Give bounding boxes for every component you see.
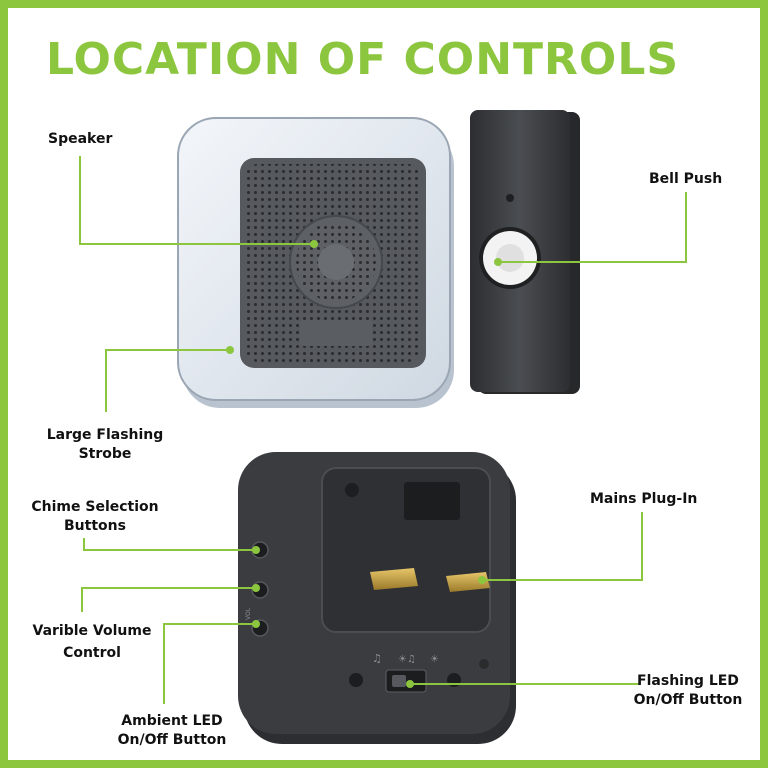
label-mains-plug: Mains Plug-In <box>590 491 698 507</box>
chime-unit-front <box>177 117 454 408</box>
rear-hole-left <box>349 673 363 687</box>
label-chime-selection: Chime Selection Buttons <box>20 498 170 536</box>
music-note-icon: ♫ <box>372 652 382 665</box>
plug-neutral-pin <box>446 572 490 592</box>
label-volume-line1: Varible Volume <box>32 623 152 639</box>
dot-flashing-led <box>406 680 414 688</box>
leader-ambient-led <box>163 623 256 704</box>
leader-dots <box>226 240 502 688</box>
label-ambient-led: Ambient LED On/Off Button <box>104 712 240 750</box>
label-ambient-led-line1: Ambient LED <box>121 713 223 729</box>
bell-push-button-center <box>496 244 524 272</box>
label-chime-line1: Chime Selection <box>31 499 159 515</box>
leader-mains <box>482 512 643 581</box>
leader-speaker <box>79 156 314 245</box>
dot-speaker <box>310 240 318 248</box>
label-flashing-led-line2: On/Off Button <box>633 692 743 708</box>
product-illustration: VOL ♫ ☀♫ ☀ <box>79 110 687 744</box>
label-chime-line2: Buttons <box>64 518 126 534</box>
strobe-icon: ☀ <box>430 654 439 665</box>
leader-lines <box>79 156 687 704</box>
label-volume: Varible Volume Control <box>22 620 162 664</box>
label-volume-line2: Control <box>63 645 121 661</box>
plug-live-pin <box>370 568 418 590</box>
label-bell-push: Bell Push <box>649 171 723 187</box>
label-ambient-led-line2: On/Off Button <box>117 732 227 748</box>
label-flashing-led: Flashing LED On/Off Button <box>620 672 756 710</box>
label-speaker: Speaker <box>48 131 113 147</box>
label-flashing-led-line1: Flashing LED <box>637 673 739 689</box>
leader-bell-push <box>498 192 687 263</box>
speaker-badge <box>300 320 372 346</box>
label-strobe-line1: Large Flashing <box>46 427 164 443</box>
plug-earth-pin <box>404 482 460 520</box>
page-title: LOCATION OF CONTROLS <box>46 34 680 85</box>
leader-strobe <box>105 349 230 412</box>
flashing-led-switch-knob <box>392 675 406 687</box>
light-icon: ☀♫ <box>398 654 416 665</box>
dot-mains <box>478 576 486 584</box>
volume-marking: VOL <box>245 607 252 620</box>
label-strobe-line2: Strobe <box>78 446 132 462</box>
bell-push-unit <box>470 110 580 394</box>
dot-chime <box>252 546 260 554</box>
leader-volume <box>81 587 256 612</box>
dot-volume <box>252 584 260 592</box>
speaker-center <box>318 244 354 280</box>
leader-chime <box>83 538 256 551</box>
dot-strobe <box>226 346 234 354</box>
bell-push-screw <box>506 194 514 202</box>
label-strobe: Large Flashing Strobe <box>40 426 170 464</box>
dot-bell-push <box>494 258 502 266</box>
plug-screw <box>345 483 359 497</box>
dot-ambient-led <box>252 620 260 628</box>
rear-indicator <box>479 659 489 669</box>
chime-unit-back: VOL ♫ ☀♫ ☀ <box>238 452 516 744</box>
